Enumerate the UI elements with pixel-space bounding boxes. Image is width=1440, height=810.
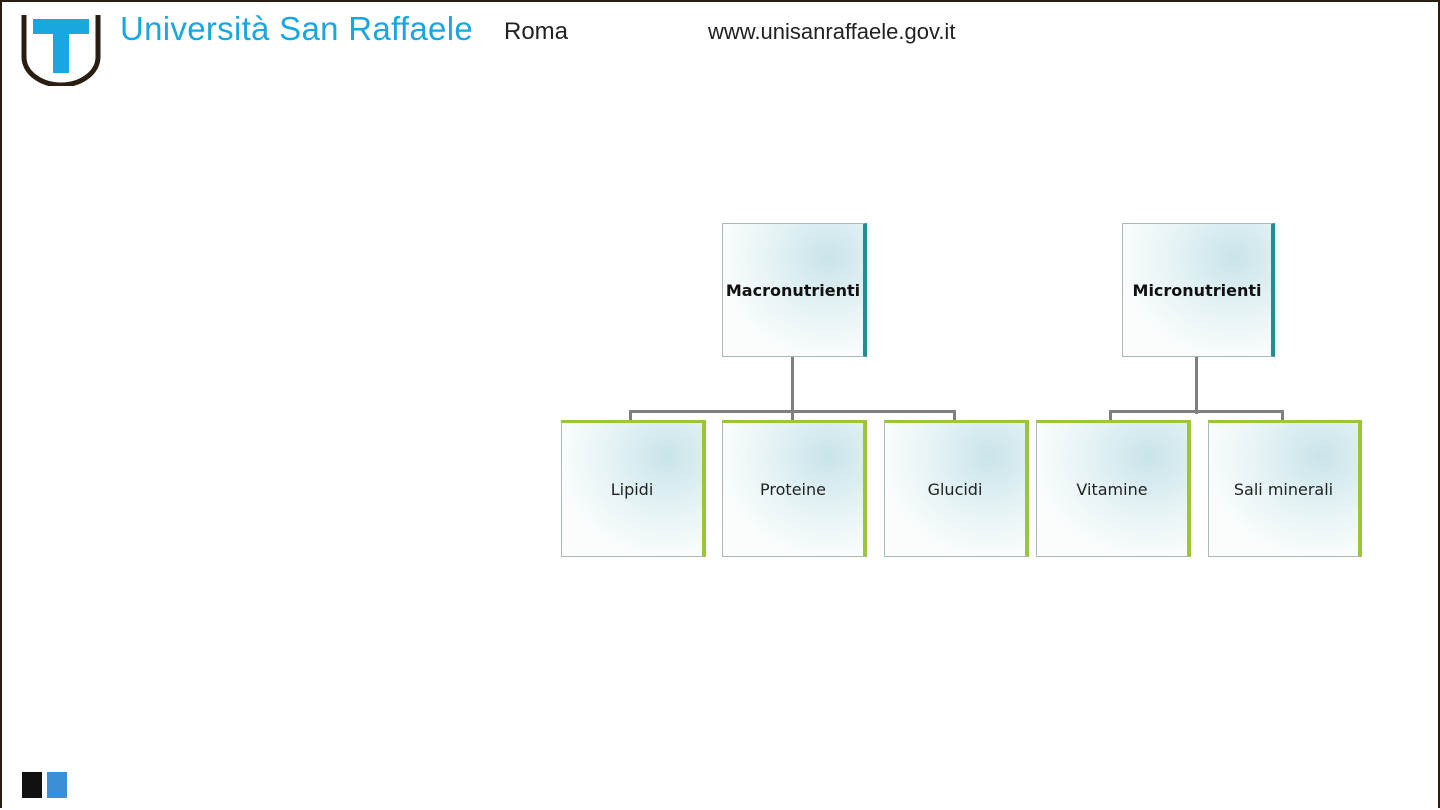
node-lipidi: Lipidi [561,420,706,557]
connector [791,410,794,421]
connector [791,356,794,414]
connector [1109,410,1112,421]
university-city: Roma [504,18,569,45]
university-logo-icon [21,15,101,86]
node-glucidi: Glucidi [884,420,1029,557]
university-name: Università San Raffaele [120,10,473,47]
node-micronutrienti: Micronutrienti [1122,223,1275,357]
node-macronutrienti: Macronutrienti [722,223,867,357]
footer-black-square [22,772,42,798]
footer-blue-square [47,772,67,798]
connector [1109,410,1284,413]
connector [629,410,632,421]
node-proteine: Proteine [722,420,867,557]
university-url: www.unisanraffaele.gov.it [708,19,956,44]
connector [1195,356,1198,414]
node-sali-minerali: Sali minerali [1208,420,1362,557]
connector [953,410,956,421]
connector [1281,410,1284,421]
node-vitamine: Vitamine [1036,420,1191,557]
